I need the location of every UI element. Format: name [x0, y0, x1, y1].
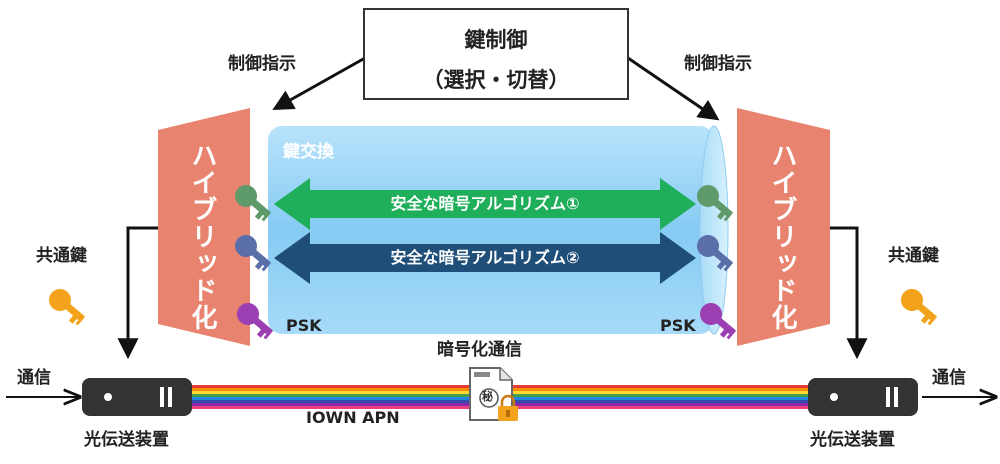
key-exchange-label: 鍵交換 [283, 142, 334, 162]
psk-label-right: PSK [660, 316, 696, 335]
shared-key-label-right: 共通鍵 [888, 246, 939, 266]
control-instruction-left: 制御指示 [228, 54, 296, 74]
key-icon [44, 284, 91, 328]
optical-device-label-left: 光伝送装置 [84, 430, 169, 450]
communication-label-left: 通信 [17, 368, 51, 388]
control-arrow-right [627, 56, 720, 121]
algorithm-2-label: 安全な暗号アルゴリズム② [390, 248, 580, 267]
lock-icon [498, 394, 518, 421]
key-control-subtitle: （選択・切替） [422, 68, 570, 92]
encrypted-comm-label: 暗号化通信 [437, 340, 522, 360]
optical-device-left [82, 378, 192, 416]
hybrid-to-device-arrow-left [117, 226, 158, 360]
key-control-title: 鍵制御 [464, 28, 528, 52]
hybrid-label-right: ハイブリッド化 [767, 142, 797, 331]
hybrid-block-left [158, 108, 250, 346]
communication-label-right: 通信 [932, 368, 966, 388]
optical-device-label-right: 光伝送装置 [810, 430, 895, 450]
hybrid-to-device-arrow-right [830, 226, 868, 360]
control-arrow-left [272, 56, 366, 111]
shared-key-label-left: 共通鍵 [36, 246, 87, 266]
key-control-box: 鍵制御 （選択・切替） [363, 8, 629, 100]
psk-label-left: PSK [286, 316, 322, 335]
hybrid-block-right [737, 108, 830, 346]
algorithm-1-label: 安全な暗号アルゴリズム① [390, 194, 580, 213]
key-exchange-tunnel [268, 125, 729, 335]
key-icon [896, 284, 943, 328]
algorithm-2-arrow [274, 232, 696, 284]
hybrid-label-left: ハイブリッド化 [187, 142, 217, 331]
algorithm-1-arrow [274, 178, 696, 230]
optical-device-right [808, 378, 918, 416]
secret-mark: 秘 [482, 390, 493, 403]
network-label: IOWN APN [306, 408, 400, 427]
control-instruction-right: 制御指示 [684, 54, 752, 74]
